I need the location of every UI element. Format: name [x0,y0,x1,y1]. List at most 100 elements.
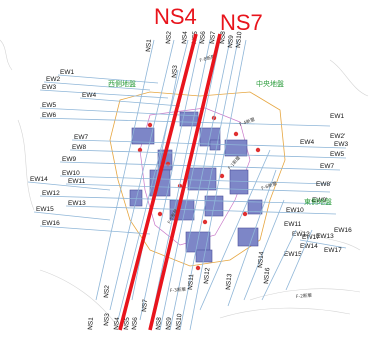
ns-line-top-label: NS2 [165,31,173,45]
ns-line-bottom-label: NS16 [263,267,271,284]
ns-line-bottom-label: NS10 [175,313,183,330]
ns-line [169,39,231,331]
ew-survey-lines: EW1EW2EW3EW4EW5EW6EW7EW8EW9EW10EW11EW12E… [27,69,352,258]
ew-line-label: EW4 [82,92,96,99]
ew-line-right-label: EW4 [300,139,314,146]
ns-line-top-label: NS7 [209,31,217,45]
building [131,127,155,145]
ns-survey-lines: NS1NS2NS3NS4NS5NS6NS7NS8NS9NS10NS1NS2NS3… [87,31,313,331]
ns-line-bottom-label: NS3 [103,313,111,327]
boring-point [147,122,153,128]
ns-line-bottom-label: NS1 [87,317,95,331]
ew-line [39,107,201,117]
ew-line-label: EW2 [46,76,60,83]
building [209,139,221,151]
ns-line-bottom-label: NS9 [165,317,173,331]
ew-line-right-label: EW14 [300,243,318,250]
ew-line [43,81,151,91]
ew-line-label: EW16 [42,220,60,227]
ew-line-right-label: EW12 [292,231,310,238]
ew-line [33,211,111,221]
ew-line-right-label: EW5 [330,151,344,158]
contour-line [17,119,35,211]
highlight-line-ns4 [118,33,198,331]
ew-line-label: EW8 [72,144,86,151]
ew-line-label: EW3 [42,84,56,91]
ew-line-right-label: EW10 [286,207,304,214]
building [129,189,143,207]
ew-line [59,161,341,171]
ew-line-label: EW10 [62,170,80,177]
ew-line-label: EW15 [36,206,54,213]
fault-label: F-2断層 [296,292,313,300]
ew-line [39,195,331,205]
ew-line-right-label: EW17 [324,247,342,254]
building [247,199,263,215]
ns-line-bottom-label: NS7 [141,299,149,313]
boring-point [137,147,143,153]
ew-line-label: EW6 [42,112,56,119]
ns-line [227,169,277,307]
region-label: 西側地盤 [108,79,136,88]
ns-line-top-label: NS9 [227,35,235,49]
boring-point [233,131,239,137]
ew-line [27,181,111,191]
ns-line [117,39,189,321]
site-boundary [109,91,286,267]
ew-line-right-label: EW2' [330,133,345,140]
highlight-label-ns4: NS4 [154,4,197,29]
ns-line-top-label: NS1 [145,39,153,53]
contour-line [329,59,369,97]
ew-line-label: EW1 [60,69,74,76]
ns-line [261,229,297,301]
ew-line-label: EW9 [62,156,76,163]
ns-line-bottom-label: NS13 [225,273,233,290]
boring-point [255,147,261,153]
contour-line [39,269,121,331]
ew-line [299,239,347,249]
ns-line-bottom-label: NS11 [187,273,195,290]
ew-line-right-label: EW3 [334,141,348,148]
ns-line [243,199,285,301]
ew-line-right-label: EW13 [316,233,334,240]
ns-line-top-label: NS8 [219,31,227,45]
region-label: 中央地盤 [256,79,284,88]
ns-line-bottom-label: NS4 [113,317,121,331]
ns-line [95,39,155,301]
ew-line-right-label: EW7 [320,163,334,170]
ew-line [65,183,331,193]
ns-line [179,39,239,331]
ew-line-right-label: EW8' [316,181,331,188]
ns-line [109,39,175,311]
fault-label: F-8断層 [199,53,216,64]
fault-label: F-4断層 [238,116,256,128]
ns-line [159,39,221,331]
ew-line-label: EW5 [42,102,56,109]
ew-line-right-label: EW1 [330,113,344,120]
boring-point [157,211,163,217]
contour-line [249,288,361,301]
ew-line-label: EW13 [68,200,86,207]
ns-line-top-label: NS3 [171,65,179,79]
ew-line [39,89,169,99]
contour-line [299,229,361,251]
boring-point [219,173,225,179]
ns-line-bottom-label: NS2 [103,285,111,299]
ew-line [57,74,159,84]
ns-line-top-label: NS10 [235,31,243,48]
ns-line [139,39,201,321]
boring-point [202,219,208,225]
ew-line-right-label: EW16 [334,227,352,234]
ns-line-bottom-label: NS8 [155,317,163,331]
highlight-line-ns7 [148,33,222,331]
contour-line [219,307,351,319]
contour-line [0,39,13,71]
ns-line [199,149,271,311]
ew-line-right-label: EW15' [284,251,303,258]
topographic-contours [0,39,369,331]
ns-line [285,229,313,291]
ns-line-top-label: NS4 [181,31,189,45]
ew-line-label: EW12 [42,190,60,197]
